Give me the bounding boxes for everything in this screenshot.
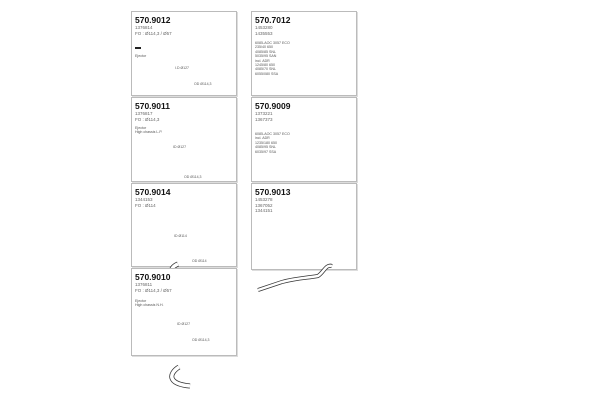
spec-line: 6055/080 SSA (255, 71, 279, 76)
label-od: OD Ø114,3 (184, 175, 202, 179)
part-card-570-9009[interactable]: 570.9009 1373221 1367373 6085-AOC 3057 E… (251, 97, 357, 234)
oem-number: 1376817 (135, 111, 153, 116)
spec-line: 6035/97 SSA (255, 149, 277, 154)
pipe-diagram (257, 263, 333, 292)
flag-icon (135, 47, 141, 49)
spec-line: 1245/80 650 (255, 63, 275, 68)
part-number: 570.9014 (135, 187, 171, 197)
part-number: 570.9013 (255, 187, 291, 197)
part-number: 570.9010 (135, 272, 171, 282)
label-od: OD Ø114,3 (194, 82, 212, 86)
part-card-570-9013[interactable]: 570.9013 1453278 1367052 1344151 (251, 183, 357, 292)
part-number: 570.9011 (135, 101, 170, 111)
fitting-info: FO : Ø114,3 (135, 116, 160, 122)
spec-line: incl. ADR (255, 136, 270, 141)
spec-line: 6085-AOC 3057 ECO (255, 132, 290, 136)
fitting-info: FO : Ø114,3 / Ø57 (135, 287, 172, 293)
label-od: OD Ø114 (192, 259, 207, 263)
spec-line: 1235/180 650 (255, 140, 277, 145)
description: Ejector (135, 54, 147, 58)
oem-number: 1344151 (255, 208, 273, 213)
oem-number: 1367373 (255, 116, 273, 122)
spec-line: incl. ADR (255, 58, 270, 63)
label-id: ID Ø127 (173, 145, 187, 149)
oem-number: 1376811 (135, 282, 153, 287)
description: Ejector (135, 299, 147, 303)
label-id: ID Ø127 (177, 322, 191, 326)
oem-number: 1344153 (135, 197, 153, 202)
label-od: OD Ø114,3 (192, 338, 210, 342)
pipe-diagram (169, 364, 191, 389)
part-card-570-9012[interactable]: 570.9012 1376814 FO : Ø114,3 / Ø57 Eject… (131, 11, 237, 138)
oem-number: 1453280 (255, 25, 273, 30)
oem-number: 1435553 (255, 30, 273, 36)
oem-number: 1453278 (255, 197, 273, 202)
spec-line: 4085/85 SNL (255, 49, 276, 54)
fitting-info: FO : Ø114,3 / Ø57 (135, 30, 172, 36)
spec-line: 235/40 650 (255, 45, 273, 50)
part-number: 570.7012 (255, 15, 291, 25)
oem-number: 1373221 (255, 111, 273, 116)
label-id: I.D Ø127 (175, 66, 190, 70)
part-number: 570.9009 (255, 101, 291, 111)
description: Ejector (135, 126, 147, 130)
description: High chassis L.P. (135, 130, 163, 135)
part-card-570-7012[interactable]: 570.7012 1453280 1435553 6085-AOC 3057 E… (251, 11, 357, 154)
oem-number: 1367052 (255, 202, 273, 208)
spec-line: 4085/95 SNL (255, 145, 276, 150)
part-card-570-9010[interactable]: 570.9010 1376811 FO : Ø114,3 / Ø57 Eject… (131, 268, 237, 389)
oem-number: 1376814 (135, 25, 153, 30)
part-card-570-9014[interactable]: 570.9014 1344153 FO : Ø114 ID Ø114 OD Ø1… (131, 183, 237, 287)
label-id: ID Ø114 (174, 234, 187, 238)
part-number: 570.9012 (135, 15, 171, 25)
spec-line: 5035/95 SAN (255, 54, 277, 59)
part-card-570-9011[interactable]: 570.9011 1376817 FO : Ø114,3 Ejector Hig… (131, 97, 237, 213)
fitting-info: FO : Ø114 (135, 202, 156, 208)
spec-line: 6085-AOC 3057 ECO (255, 41, 290, 45)
description: High chassis N.H. (135, 303, 164, 308)
spec-line: 4085/70 SNL (255, 67, 276, 72)
